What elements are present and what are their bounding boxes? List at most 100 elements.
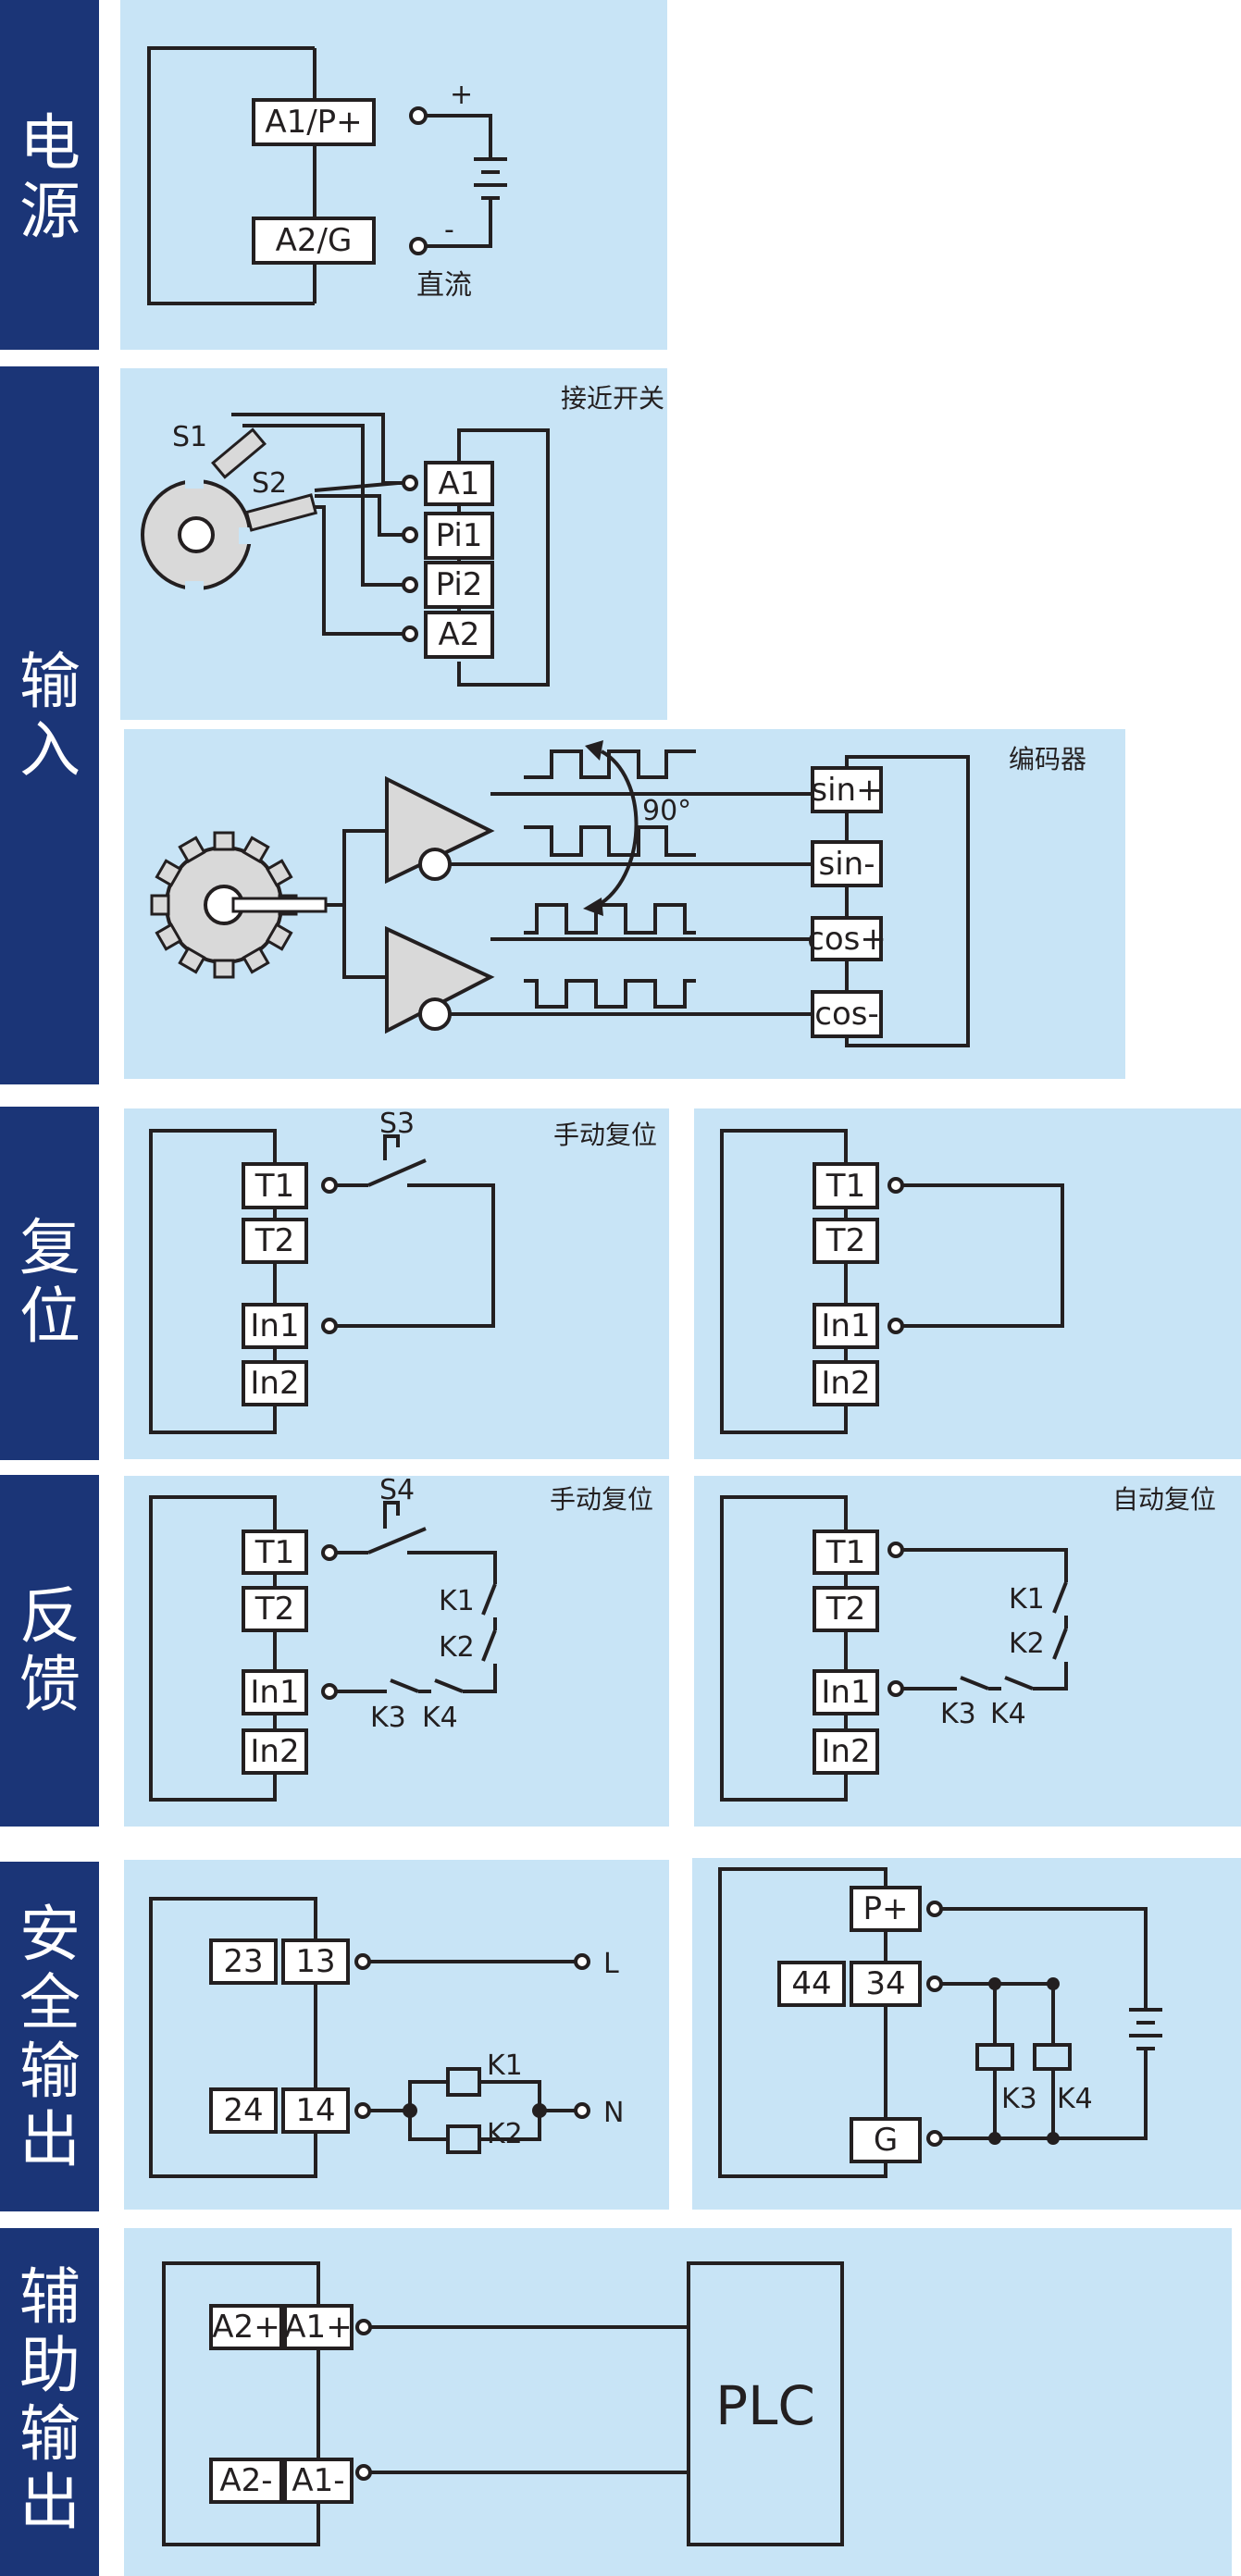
terminal-a2-g [252,217,376,265]
terminal-44-label: 44 [791,1965,831,2002]
terminal-in2-label: In2 [821,1365,870,1402]
section-label-safety-output: 安全输出 [19,1899,81,2175]
contact-k3 [960,1676,989,1690]
phase-arrow [600,749,639,905]
waveform-sin-plus [524,749,696,779]
section-label-feedback: 反馈 [19,1580,81,1720]
switch-s3 [367,1158,427,1187]
safety-output-left-diagram: 23 13 24 14 L N K1 K2 [149,1897,624,2178]
sidebar-aux-output [0,2228,99,2576]
terminal-g-label: G [874,2122,898,2159]
waveform-cos-plus [524,903,696,935]
terminal-34-label: 34 [865,1965,905,2002]
terminal-p-plus-label: P+ [863,1890,909,1927]
panel-power [120,0,667,350]
sensor-s1 [211,427,267,479]
terminal-a1-plus-label: A1+ [284,2309,352,2346]
reset-auto-diagram: T1 T2 In1 In2 [720,1129,1064,1434]
relay-coil-k4 [1033,2043,1072,2071]
terminal-a1-plus [283,2304,354,2350]
terminal-t2-label: T2 [825,1222,865,1259]
sensor-s2-label: S2 [252,467,287,500]
terminal-t1-label: T1 [825,1534,865,1571]
terminal-t1-label: T1 [254,1168,294,1205]
terminal-a1-minus-label: A1- [292,2462,344,2499]
sensor-s1-label: S1 [172,421,207,453]
contact-k1 [481,1583,497,1616]
terminal-a1-minus [283,2458,354,2504]
terminal-13-label: 13 [295,1943,335,1980]
proximity-diagram: 接近开关 A1 Pi1 Pi2 A2 S1 [141,383,664,687]
terminal-a1 [424,461,494,506]
terminal-t1-label: T1 [254,1534,294,1571]
terminal-13 [281,1938,350,1985]
contact-k1-label: K1 [439,1585,475,1617]
terminal-a2-g-label: A2/G [276,222,353,259]
encoder-title: 编码器 [1009,744,1086,774]
terminal-a2 [424,611,494,659]
terminal-cos-plus-label: cos+ [807,921,887,958]
safety-output-right-diagram: P+ 44 34 G K3 K4 [718,1867,1162,2178]
terminal-in2-label: In2 [250,1733,299,1770]
contact-k3 [390,1678,419,1693]
relay-k4-label: K4 [1057,2083,1093,2115]
contact-k2 [481,1629,497,1662]
contact-k4 [1004,1676,1034,1690]
relay-k3-label: K3 [1001,2083,1037,2115]
proximity-title: 接近开关 [561,383,664,414]
panel-feedback-auto [694,1476,1241,1827]
section-label-reset: 复位 [19,1212,81,1352]
reset-manual-title: 手动复位 [553,1120,657,1150]
terminal-t2-label: T2 [254,1222,294,1259]
contact-k4-label: K4 [990,1698,1026,1730]
contact-k1 [1052,1581,1068,1614]
dc-label: 直流 [416,269,472,302]
contact-k1-label: K1 [1009,1583,1045,1616]
terminal-24 [209,2087,278,2134]
waveform-sin-minus [524,825,696,857]
panel-aux [124,2228,1232,2576]
terminal-34 [850,1961,922,2007]
sensor-s2 [244,493,318,532]
section-label-input: 输入 [19,646,81,786]
contact-k4-label: K4 [422,1702,458,1734]
plc-box [687,2261,844,2546]
sidebar-input [0,366,99,1084]
contact-k3-label: K3 [940,1698,976,1730]
terminal-a1-p [252,98,376,146]
contact-k2-label: K2 [1009,1628,1045,1660]
terminal-a2-plus [209,2304,283,2350]
plc-label: PLC [715,2374,815,2437]
terminal-t2 [242,1218,308,1264]
sidebar-power [0,0,99,350]
section-label-power: 电源 [19,107,81,247]
terminal-in2 [242,1728,308,1775]
terminal-a1-label: A1 [439,465,480,502]
terminal-24-label: 24 [223,2092,263,2129]
minus-sign: - [444,214,454,246]
aux-output-diagram: A2+ A1+ A2- A1- PLC [162,2261,844,2546]
reset-manual-diagram: 手动复位 T1 T2 In1 In2 S3 [149,1108,657,1434]
terminal-in2-label: In2 [250,1365,299,1402]
line-l-label: L [603,1948,619,1980]
sidebar-feedback [0,1475,99,1827]
sidebar-reset [0,1107,99,1460]
terminal-in1-label: In1 [250,1674,299,1711]
panel-feedback-manual [124,1476,669,1827]
terminal-cos-minus-label: cos- [814,996,878,1033]
terminal-cos-plus [811,916,883,961]
terminal-23 [209,1938,278,1985]
terminal-t1 [242,1162,308,1209]
terminal-t1 [813,1162,879,1209]
contact-k2-label: K2 [439,1631,475,1664]
line-n-label: N [603,2097,624,2129]
sidebar-safety-output [0,1862,99,2211]
relay-k1-label: K1 [487,2050,523,2082]
feedback-auto-title: 自动复位 [1112,1484,1216,1515]
terminal-pi2-label: Pi2 [436,566,483,603]
terminal-t2 [813,1586,879,1632]
terminal-pi1 [424,512,494,560]
terminal-sin-plus [811,766,883,813]
terminal-sin-minus-label: sin- [819,846,875,883]
panel-reset-manual [124,1108,669,1459]
